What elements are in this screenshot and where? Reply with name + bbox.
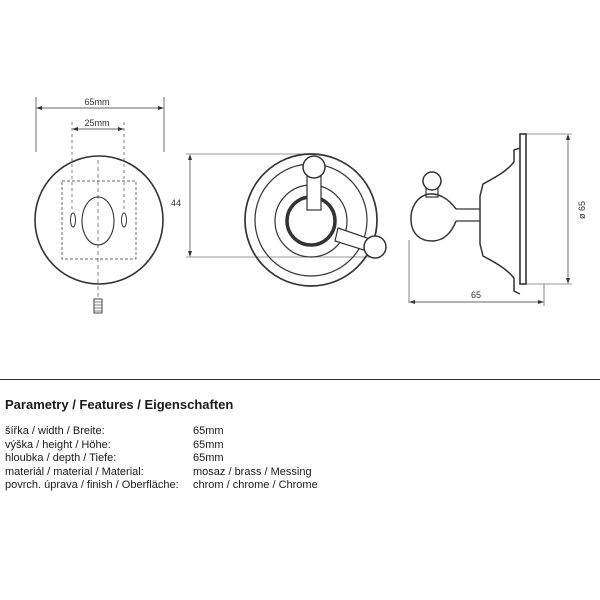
lower-hook-knob <box>363 235 387 259</box>
spec-label: výška / height / Höhe: <box>5 438 111 451</box>
spec-value: 65mm <box>193 425 224 437</box>
mounting-plate-outline <box>34 155 164 285</box>
width-dimension-label: 65mm <box>84 97 109 107</box>
spec-row-depth: hloubka / depth / Tiefe: 65mm <box>5 452 318 466</box>
rosette-outer-ring <box>244 153 378 287</box>
spec-label: šířka / width / Breite: <box>5 425 105 437</box>
upper-hook-knob <box>302 155 326 179</box>
middle-view <box>186 153 387 287</box>
specs-title: Parametry / Features / Eigenschaften <box>5 397 234 412</box>
hole-spacing-label: 25mm <box>84 118 109 128</box>
spec-label: materiál / material / Material: <box>5 465 144 478</box>
spec-row-finish: povrch. úprava / finish / Oberfläche: ch… <box>5 479 318 493</box>
mounting-bracket-hidden-line <box>61 180 137 260</box>
depth-dimension-label: 65 <box>471 290 481 300</box>
rosette-profile <box>479 147 521 295</box>
set-screw <box>93 298 103 314</box>
side-hook-knob <box>422 171 442 191</box>
screw-slot-left <box>70 212 76 228</box>
screw-slot-right <box>121 212 127 228</box>
technical-drawing: 65mm 25mm 44 <box>34 97 587 314</box>
diameter-label: ø 65 <box>577 201 587 219</box>
front-view <box>34 97 165 314</box>
spec-value: chrom / chrome / Chrome <box>193 479 318 491</box>
wall-plate-profile <box>519 133 527 285</box>
side-view <box>408 133 572 306</box>
spec-value: mosaz / brass / Messing <box>193 465 312 478</box>
spec-value: 65mm <box>193 452 224 464</box>
spec-row-width: šířka / width / Breite: 65mm <box>5 425 318 439</box>
spec-value: 65mm <box>193 438 224 451</box>
height-dimension-label: 44 <box>171 198 181 208</box>
hook-profile <box>410 193 457 242</box>
section-divider <box>0 379 600 380</box>
spec-row-height: výška / height / Höhe: 65mm <box>5 439 318 453</box>
spec-row-material: materiál / material / Material: mosaz / … <box>5 466 318 480</box>
spec-label: hloubka / depth / Tiefe: <box>5 452 117 464</box>
specs-table: šířka / width / Breite: 65mm výška / hei… <box>5 425 318 493</box>
spec-label: povrch. úprava / finish / Oberfläche: <box>5 479 179 491</box>
